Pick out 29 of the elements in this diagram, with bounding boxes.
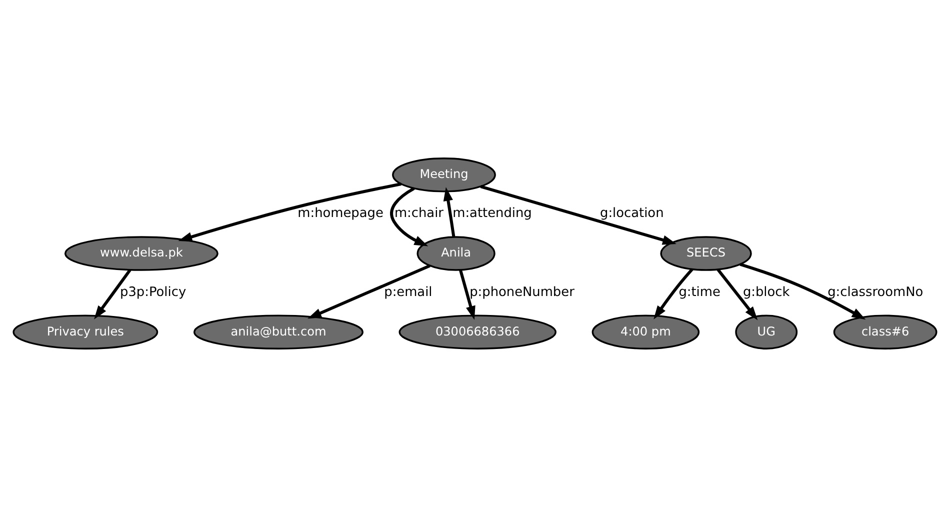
arrow bbox=[740, 262, 866, 320]
node-ellipse: Privacy rules bbox=[12, 314, 158, 349]
arrow bbox=[178, 182, 402, 242]
node-ellipse: 4:00 pm bbox=[592, 314, 700, 349]
node-ellipse: Meeting bbox=[392, 157, 496, 192]
arrow bbox=[654, 268, 694, 319]
node-ellipse: Anila bbox=[416, 236, 496, 270]
edge-label: g:classroomNo bbox=[828, 284, 924, 300]
arrow bbox=[480, 184, 676, 244]
arrow bbox=[458, 269, 476, 320]
arrow bbox=[308, 264, 430, 318]
arrow bbox=[94, 268, 132, 319]
node-ellipse: www.delsa.pk bbox=[64, 236, 218, 270]
edge-label: p:email bbox=[384, 284, 432, 300]
node-ellipse: anila@butt.com bbox=[193, 314, 364, 349]
edge-label: g:block bbox=[742, 284, 790, 300]
edge-label: g:location bbox=[600, 206, 664, 221]
edge-label: p3p:Policy bbox=[120, 284, 186, 300]
node-ellipse: class#6 bbox=[833, 314, 938, 349]
node-ellipse: UG bbox=[735, 314, 798, 349]
arrow bbox=[443, 186, 456, 237]
node-ellipse: 03006686366 bbox=[398, 314, 556, 349]
edge-label: m:homepage bbox=[298, 206, 384, 221]
edge-label: m:attending bbox=[452, 206, 532, 221]
arrow bbox=[390, 186, 428, 246]
edge-label: g:time bbox=[678, 284, 720, 300]
edge-label: m:chair bbox=[394, 206, 444, 221]
arrow bbox=[716, 268, 758, 320]
edge-label: p:phoneNumber bbox=[470, 284, 574, 300]
